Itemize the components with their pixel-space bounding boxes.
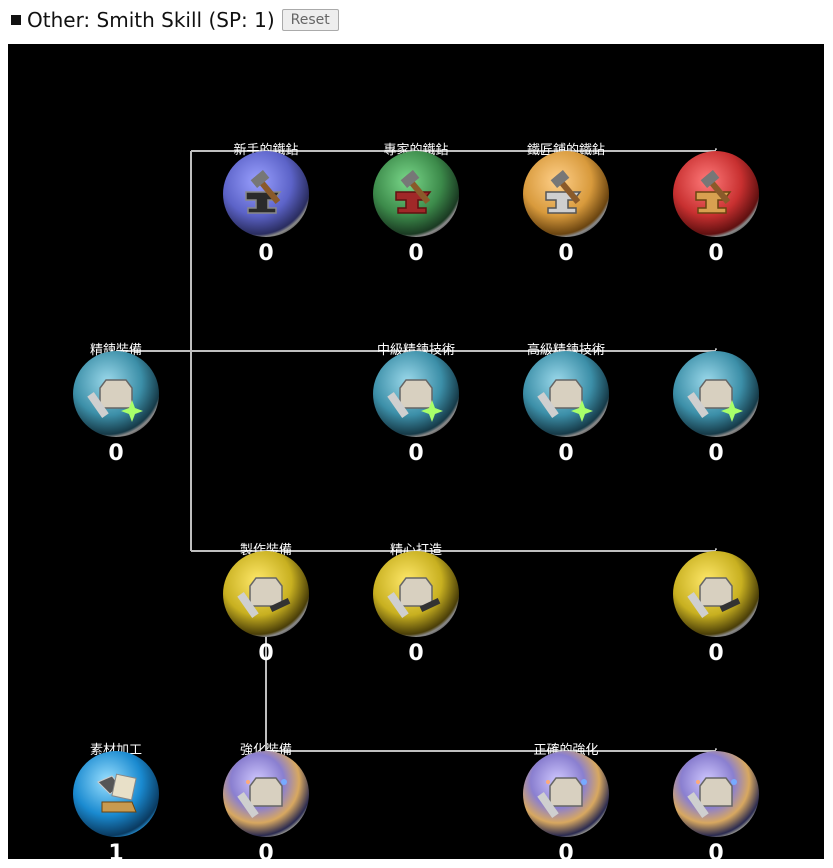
skill-level: 0 bbox=[258, 641, 274, 666]
skill-node-intermediate-refine[interactable]: 中級精鍊技術 0 bbox=[366, 289, 466, 466]
skill-tree-title: Other: Smith Skill (SP: 1) bbox=[27, 8, 275, 32]
skill-level: 0 bbox=[258, 241, 274, 266]
skill-level: 0 bbox=[558, 841, 574, 859]
skill-level: 0 bbox=[708, 841, 724, 859]
red-anvil-hammer-icon[interactable] bbox=[673, 151, 759, 237]
skill-label: . bbox=[713, 739, 719, 754]
refine-armor-sparkle-icon[interactable] bbox=[523, 351, 609, 437]
skill-tree-header: Other: Smith Skill (SP: 1) Reset bbox=[8, 4, 339, 36]
skill-node-precise-enhance[interactable]: 正確的強化 0 bbox=[516, 689, 616, 859]
blue-anvil-hammer-icon[interactable] bbox=[223, 151, 309, 237]
skill-level: 0 bbox=[708, 241, 724, 266]
skill-level: 0 bbox=[408, 441, 424, 466]
green-anvil-hammer-icon[interactable] bbox=[373, 151, 459, 237]
skill-node-smithy-anvil[interactable]: 鐵匠鋪的鐵鉆 0 bbox=[516, 89, 616, 266]
reset-button[interactable]: Reset bbox=[281, 9, 339, 31]
craft-armor-icon[interactable] bbox=[373, 551, 459, 637]
enhance-armor-icon[interactable] bbox=[523, 751, 609, 837]
skill-node-craft-equipment[interactable]: 製作裝備 0 bbox=[216, 489, 316, 666]
enhance-armor-icon[interactable] bbox=[223, 751, 309, 837]
skill-tree-board: 新手的鐵鉆 0 專家的鐵鉆 0 鐵匠鋪的鐵鉆 0 . 0 精鍊裝備 0 中 bbox=[8, 44, 824, 859]
orange-anvil-hammer-icon[interactable] bbox=[523, 151, 609, 237]
material-processing-icon[interactable] bbox=[73, 751, 159, 837]
skill-node-refine-equipment[interactable]: 精鍊裝備 0 bbox=[66, 289, 166, 466]
skill-node-master-crafting[interactable]: . 0 bbox=[666, 489, 766, 666]
skill-label: . bbox=[713, 139, 719, 154]
skill-level: 0 bbox=[558, 441, 574, 466]
skill-label: . bbox=[713, 339, 719, 354]
skill-node-advanced-refine[interactable]: 高級精鍊技術 0 bbox=[516, 289, 616, 466]
refine-armor-sparkle-icon[interactable] bbox=[373, 351, 459, 437]
skill-level: 0 bbox=[408, 641, 424, 666]
craft-armor-icon[interactable] bbox=[223, 551, 309, 637]
skill-level: 0 bbox=[708, 441, 724, 466]
square-bullet-icon bbox=[11, 15, 21, 25]
skill-label: . bbox=[713, 539, 719, 554]
skill-node-master-refine[interactable]: . 0 bbox=[666, 289, 766, 466]
skill-node-novice-anvil[interactable]: 新手的鐵鉆 0 bbox=[216, 89, 316, 266]
craft-armor-icon[interactable] bbox=[673, 551, 759, 637]
skill-level: 0 bbox=[258, 841, 274, 859]
refine-armor-sparkle-icon[interactable] bbox=[73, 351, 159, 437]
skill-node-master-enhance[interactable]: . 0 bbox=[666, 689, 766, 859]
skill-node-careful-crafting[interactable]: 精心打造 0 bbox=[366, 489, 466, 666]
skill-node-master-anvil[interactable]: . 0 bbox=[666, 89, 766, 266]
skill-level: 0 bbox=[408, 241, 424, 266]
enhance-armor-icon[interactable] bbox=[673, 751, 759, 837]
skill-node-enhance-equipment[interactable]: 強化裝備 0 bbox=[216, 689, 316, 859]
refine-armor-sparkle-icon[interactable] bbox=[673, 351, 759, 437]
skill-level: 0 bbox=[558, 241, 574, 266]
skill-level: 0 bbox=[108, 441, 124, 466]
skill-level: 0 bbox=[708, 641, 724, 666]
skill-level: 1 bbox=[108, 841, 124, 859]
skill-node-expert-anvil[interactable]: 專家的鐵鉆 0 bbox=[366, 89, 466, 266]
skill-node-material-processing[interactable]: 素材加工 1 bbox=[66, 689, 166, 859]
